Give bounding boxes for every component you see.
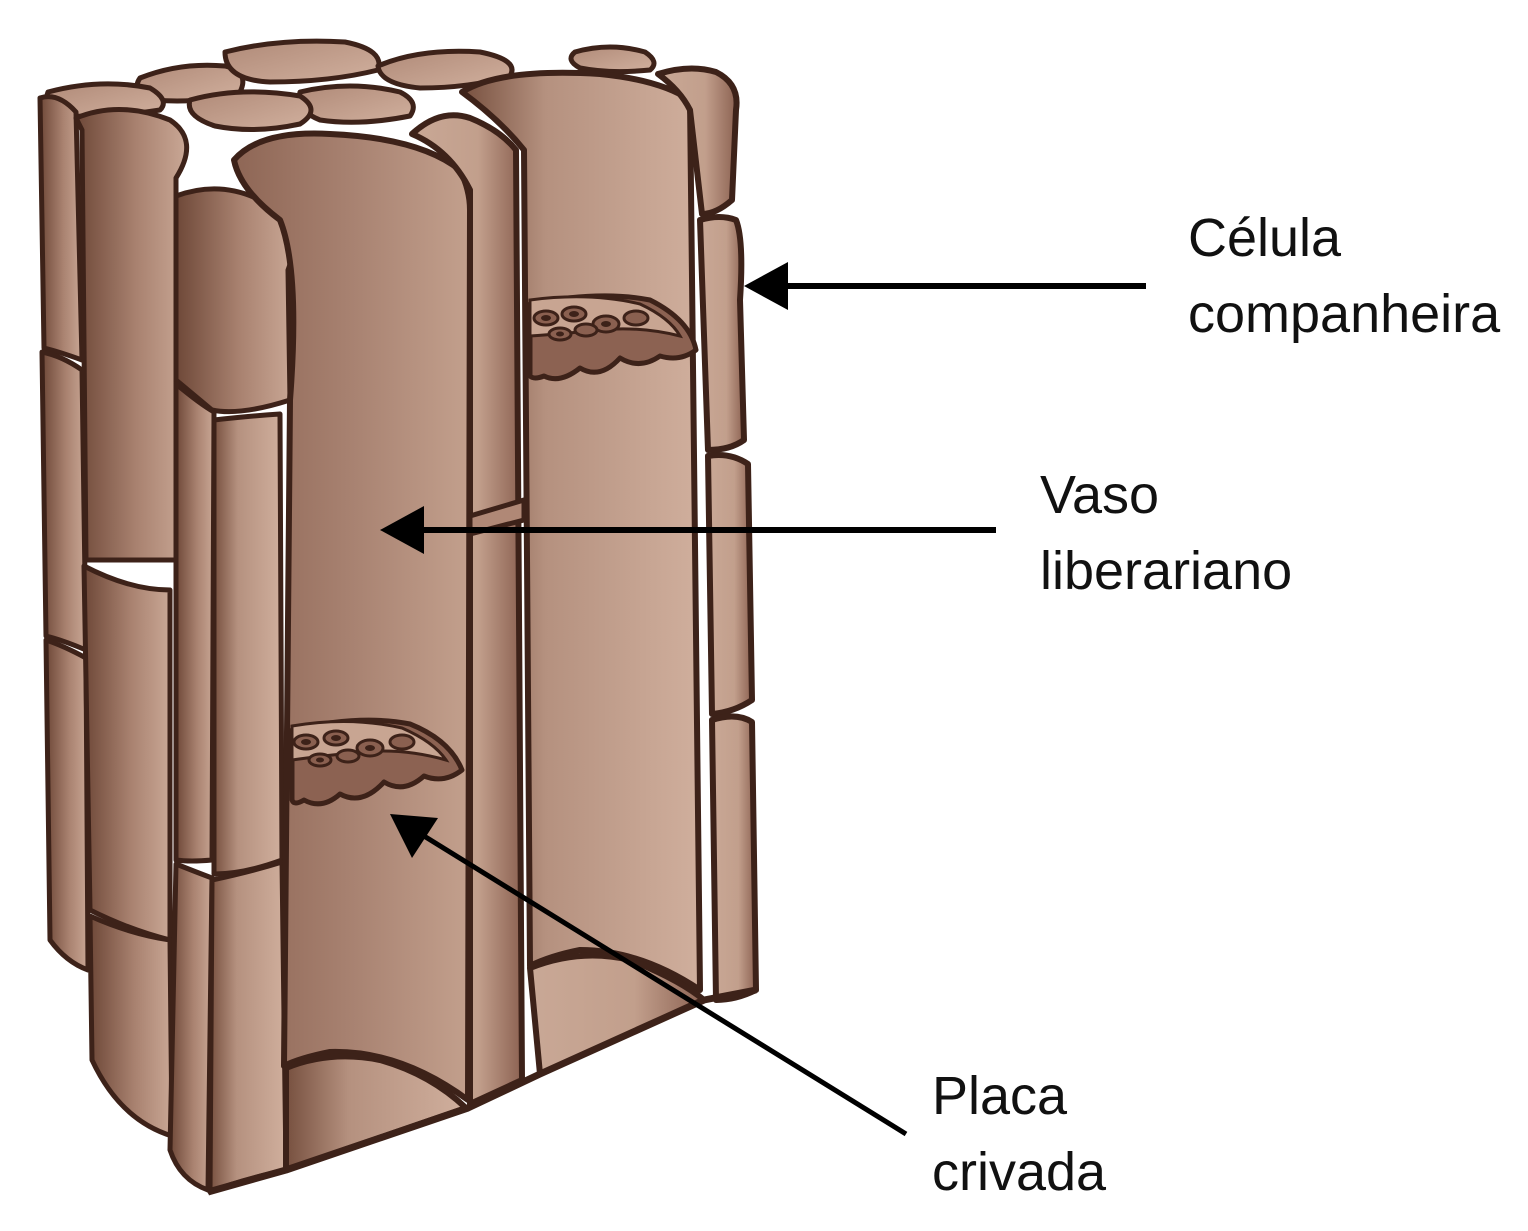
arrow-companion-cell bbox=[744, 262, 1146, 310]
arrow-sieve-plate bbox=[390, 814, 908, 1137]
bottom-face bbox=[207, 986, 757, 1196]
label-sieve-tube: Vaso liberariano bbox=[1040, 457, 1292, 609]
label-companion-cell-line1: Célula bbox=[1188, 208, 1342, 268]
left-third-cells bbox=[167, 186, 295, 1195]
label-sieve-plate: Placa crivada bbox=[932, 1058, 1106, 1210]
label-sieve-tube-line1: Vaso bbox=[1040, 465, 1160, 525]
left-second-cells bbox=[73, 107, 190, 1139]
sieve-plate-upper bbox=[527, 293, 699, 382]
sieve-plate-lower bbox=[289, 717, 465, 807]
label-sieve-tube-line2: liberariano bbox=[1040, 541, 1293, 601]
arrow-sieve-tube bbox=[380, 506, 996, 554]
label-sieve-plate-line1: Placa bbox=[932, 1066, 1068, 1126]
label-sieve-plate-line2: crivada bbox=[932, 1142, 1107, 1202]
sieve-tube-left bbox=[231, 112, 525, 1173]
label-companion-cell: Célula companheira bbox=[1188, 200, 1500, 352]
left-outer-cells bbox=[37, 94, 91, 973]
label-companion-cell-line2: companheira bbox=[1188, 284, 1501, 344]
top-cells bbox=[44, 38, 657, 133]
